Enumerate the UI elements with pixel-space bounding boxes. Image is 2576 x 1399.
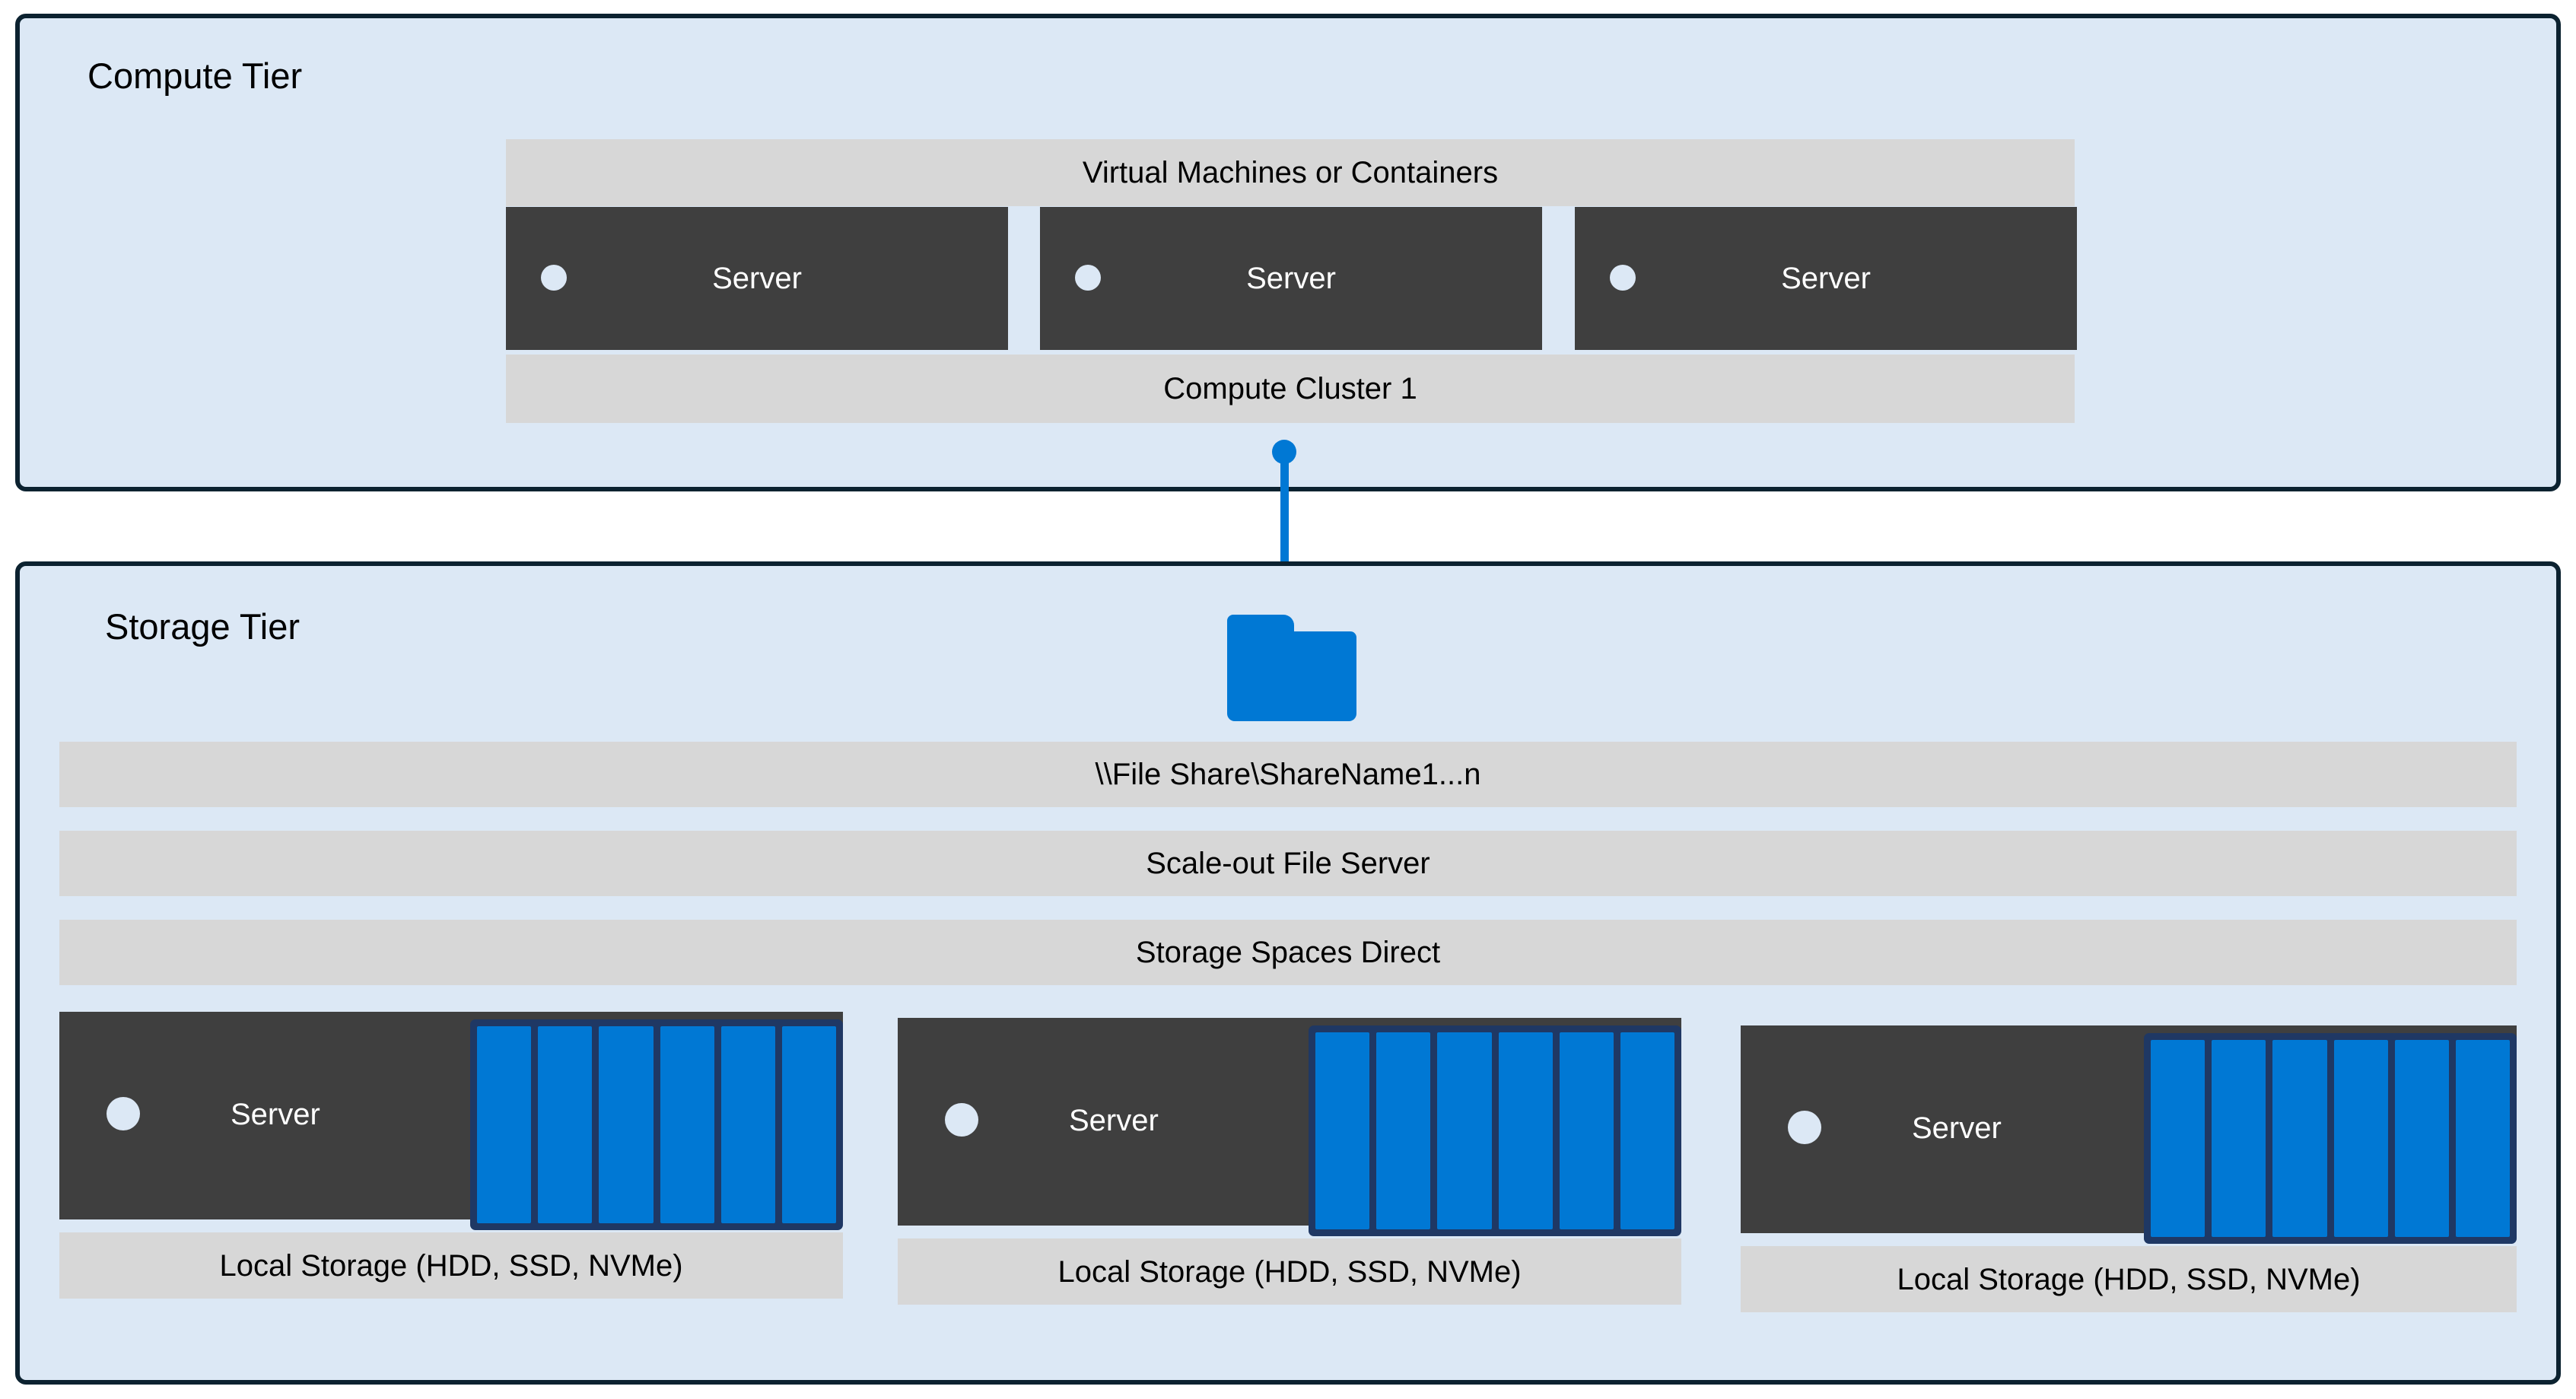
compute-server-node[interactable]: Server [1575, 207, 2077, 350]
storage-server-label: Server [1069, 1104, 1159, 1137]
storage-spaces-direct-bar: Storage Spaces Direct [59, 920, 2517, 985]
disk-bay [2272, 1040, 2327, 1237]
compute-cluster-bar-label: Compute Cluster 1 [1163, 372, 1417, 405]
compute-server-node[interactable]: Server [506, 207, 1008, 350]
disk-bay [660, 1026, 714, 1223]
disk-array-icon [1309, 1025, 1681, 1236]
storage-node: Server Local Storage (HDD, SSD, NVMe) [59, 1012, 843, 1299]
disk-bay [1559, 1032, 1614, 1229]
disk-bay [477, 1026, 532, 1223]
disk-array-icon [2144, 1033, 2517, 1244]
compute-tier-title: Compute Tier [87, 56, 303, 96]
storage-spaces-direct-bar-label: Storage Spaces Direct [1135, 936, 1441, 969]
local-storage-bar: Local Storage (HDD, SSD, NVMe) [898, 1238, 1681, 1305]
status-led-icon [107, 1097, 140, 1130]
scale-out-file-server-bar: Scale-out File Server [59, 831, 2517, 896]
virtual-machines-bar-label: Virtual Machines or Containers [1082, 156, 1499, 189]
local-storage-bar: Local Storage (HDD, SSD, NVMe) [59, 1232, 843, 1299]
storage-server-node[interactable]: Server [1741, 1025, 2517, 1244]
compute-server-node[interactable]: Server [1040, 207, 1542, 350]
virtual-machines-bar: Virtual Machines or Containers [506, 139, 2075, 206]
status-led-icon [541, 265, 567, 291]
compute-server-label: Server [1781, 262, 1871, 295]
connector-line [1280, 449, 1289, 607]
file-share-bar-label: \\File Share\ShareName1...n [1095, 758, 1481, 791]
folder-body-shape [1227, 631, 1356, 721]
disk-bay [2455, 1040, 2511, 1237]
status-led-icon [945, 1103, 978, 1137]
storage-server-node[interactable]: Server [59, 1012, 843, 1230]
compute-server-label: Server [712, 262, 802, 295]
disk-bay [599, 1026, 654, 1223]
local-storage-bar: Local Storage (HDD, SSD, NVMe) [1741, 1246, 2517, 1312]
storage-server-node[interactable]: Server [898, 1018, 1681, 1236]
status-led-icon [1610, 265, 1636, 291]
storage-server-label: Server [1912, 1111, 2002, 1145]
local-storage-bar-label: Local Storage (HDD, SSD, NVMe) [1897, 1262, 2361, 1296]
scale-out-file-server-bar-label: Scale-out File Server [1146, 847, 1430, 880]
status-led-icon [1075, 265, 1101, 291]
disk-bay [2151, 1040, 2206, 1237]
disk-bay [1315, 1032, 1370, 1229]
storage-node: Server Local Storage (HDD, SSD, NVMe) [898, 1018, 1681, 1305]
disk-bay [2333, 1040, 2388, 1237]
disk-bay [1376, 1032, 1431, 1229]
storage-tier-title: Storage Tier [105, 606, 301, 647]
file-share-bar: \\File Share\ShareName1...n [59, 742, 2517, 807]
compute-server-label: Server [1246, 262, 1336, 295]
local-storage-bar-label: Local Storage (HDD, SSD, NVMe) [1057, 1254, 1522, 1289]
local-storage-bar-label: Local Storage (HDD, SSD, NVMe) [219, 1248, 683, 1283]
disk-bay [538, 1026, 593, 1223]
disk-bay [720, 1026, 775, 1223]
folder-icon [1227, 615, 1356, 721]
disk-bay [781, 1026, 837, 1223]
disk-bay [1437, 1032, 1492, 1229]
disk-bay [1620, 1032, 1675, 1229]
status-led-icon [1788, 1111, 1821, 1144]
disk-bay [1498, 1032, 1553, 1229]
disk-bay [2212, 1040, 2266, 1237]
storage-node: Server Local Storage (HDD, SSD, NVMe) [1741, 1025, 2517, 1312]
compute-cluster-bar: Compute Cluster 1 [506, 355, 2075, 423]
storage-server-label: Server [231, 1098, 320, 1131]
disk-array-icon [470, 1019, 843, 1230]
disk-bay [2394, 1040, 2449, 1237]
